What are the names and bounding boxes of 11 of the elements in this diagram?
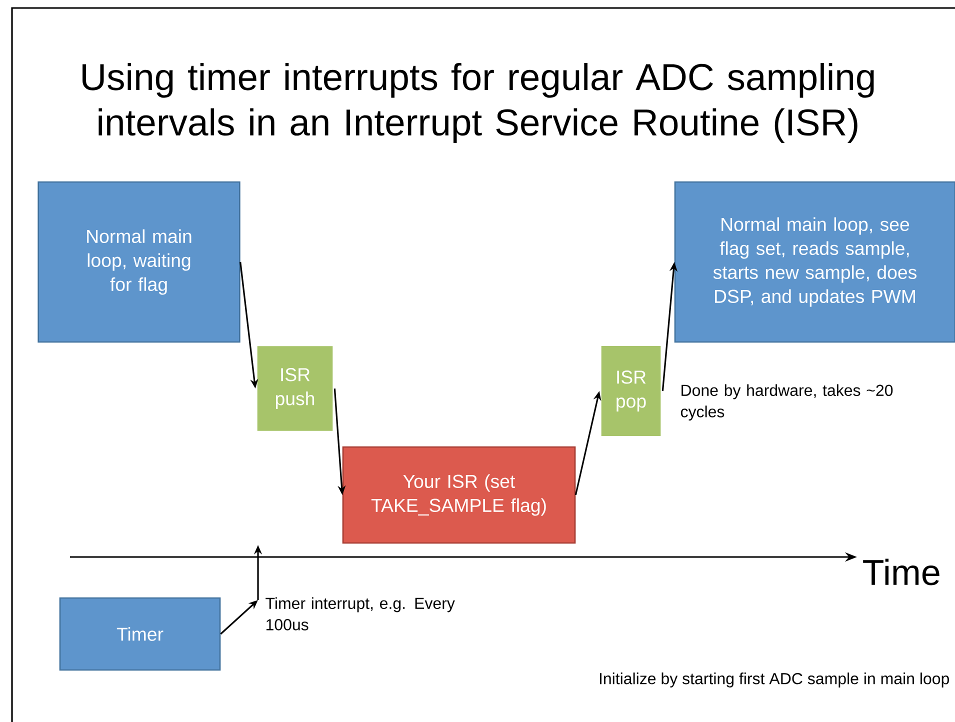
process-box: Timer: [59, 597, 221, 671]
process-box: ISR push: [255, 344, 335, 433]
note: Initialize by starting first ADC sample in main loop: [600, 672, 949, 688]
title: Using timer interrupts for regular ADC sampling intervals in an Interrupt Service Routine (ISR): [82, 62, 874, 144]
text: Timer interrupt, e.g. Every 100us: [266, 597, 455, 630]
process-box: ISR pop: [599, 344, 663, 438]
process-box: Normal main loop, see flag set, reads sample, starts new sample, does DSP, and updates PWM: [674, 181, 955, 343]
process-box: Your ISR (set TAKE_SAMPLE flag): [342, 446, 576, 544]
process-box: Normal main loop, waiting for flag: [38, 181, 240, 343]
axis-label: Time: [863, 558, 940, 586]
text: Done by hardware, takes ~20 cycles: [680, 384, 893, 421]
